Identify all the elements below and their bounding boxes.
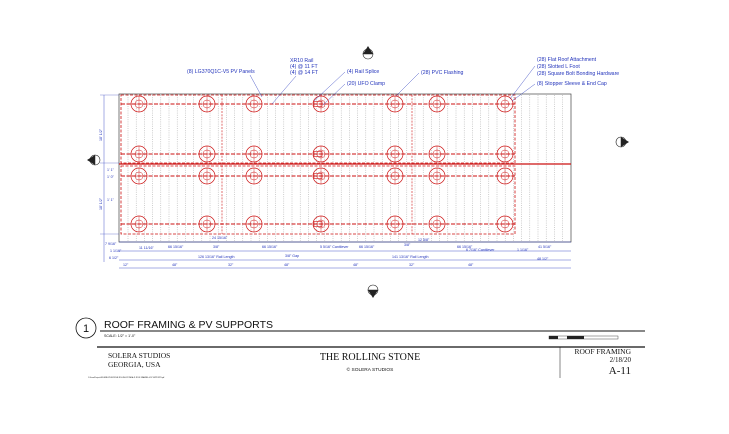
dim-left-lower: 18' 1/2" (99, 197, 103, 210)
sheet-title: ROOF FRAMING (575, 347, 632, 356)
dim-row1-g: 3/8" (404, 243, 411, 247)
callout-stopper: (8) Stopper Sleeve & End Cap (537, 81, 607, 87)
drawing-title-block: 1 ROOF FRAMING & PV SUPPORTS SCALE: 1/2"… (75, 317, 645, 340)
dim-row3-h: 48 1/2" (537, 257, 549, 261)
roof-plan (118, 93, 572, 243)
drawing-title: ROOF FRAMING & PV SUPPORTS (104, 319, 273, 331)
leader-ufo (322, 83, 346, 106)
dim-left-bottom-a: 7 9/16" (105, 242, 117, 246)
file-path: C:\Users\Projects\SOLERA STUDIOS\THE ROL… (88, 376, 165, 379)
section-markers (87, 46, 629, 298)
drawing-scale: SCALE: 1/2" = 1'-0" (104, 334, 136, 338)
callout-pv-panels: (8) LG370Q1C-V5 PV Panels (187, 69, 255, 75)
dim-row1-a: 11 11/16" (139, 246, 154, 250)
callout-xr10-rail: XR10 Rail (290, 58, 313, 64)
callout-xr10-14ft: (4) @ 14 FT (290, 70, 319, 76)
dim-left-mid-c: 1' 1" (107, 198, 115, 202)
dim-rail-a: 24 15/16" (212, 236, 228, 240)
copyright: © SOLERA STUDIOS (347, 366, 394, 373)
leader-pv-panels (249, 74, 263, 98)
dim-row3-f: 32" (409, 263, 415, 267)
dim-row1-f: 66 15/16" (359, 245, 375, 249)
dim-row2-c: 141 13/16" Rail Length (392, 255, 428, 259)
section-marker-right-icon (615, 136, 629, 148)
project-title: THE ROLLING STONE (320, 352, 420, 363)
dim-row3-e: 48" (353, 263, 359, 267)
bottom-dimensions: 24 15/16" 11 11/16" 66 15/16" 3/8" 66 15… (119, 236, 571, 269)
dim-left-bottom-b: 1 1/16" (110, 249, 122, 253)
dim-row2-d: 6 7/16" Cantilever (466, 248, 495, 252)
callout-square-bolt: (28) Square Bolt Bonding Hardware (537, 71, 619, 77)
leader-xr10 (271, 75, 297, 105)
left-dimensions: 18' 1/2" 18' 1/2" 1' 1" 1' 0" 1' 1" 7 9/… (99, 94, 122, 262)
company-name: SOLERA STUDIOS (108, 351, 170, 360)
sheet-date: 2/18/20 (610, 356, 632, 364)
drawing-number: 1 (83, 323, 89, 335)
callout-pvc-flashing: (28) PVC Flashing (421, 70, 463, 76)
dim-row3-g: 48" (468, 263, 474, 267)
dim-row1-b: 66 15/16" (168, 245, 184, 249)
dim-row1-i: 41 5/16" (538, 245, 552, 249)
dim-left-upper: 18' 1/2" (99, 128, 103, 141)
dim-row3-a: 12" (123, 263, 129, 267)
sheet-number: A-11 (609, 365, 631, 377)
section-marker-left-icon (87, 154, 101, 166)
roof-joists (127, 95, 563, 241)
leader-stopper (511, 83, 536, 102)
dim-row1-d: 66 15/16" (262, 245, 278, 249)
sheet-titleblock: SOLERA STUDIOS GEORGIA, USA THE ROLLING … (88, 346, 645, 379)
dim-row2-a: 126 13/16" Rail Length (198, 255, 234, 259)
dim-row3-d: 48" (284, 263, 290, 267)
callout-ufo-clamp: (20) UFO Clamp (347, 81, 385, 87)
pv-array-top (120, 94, 516, 164)
company-location: GEORGIA, USA (108, 360, 161, 369)
leader-splice (313, 71, 346, 102)
xr10-rails (121, 103, 515, 225)
scale-bar-icon (548, 335, 619, 340)
dim-left-bottom-c: 6 1/2" (109, 256, 119, 260)
dim-row1-c: 3/8" (213, 245, 220, 249)
dim-left-mid-a: 1' 1" (107, 168, 115, 172)
dim-row1-j: 12 5/8" (418, 238, 430, 242)
dim-row1-h: 66 15/16" (457, 245, 473, 249)
callout-rail-splice: (4) Rail Splice (347, 69, 379, 75)
dim-row2-b: 3/8" Gap (285, 254, 299, 258)
dim-row1-k: 1 1/16" (517, 248, 529, 252)
leader-flashing (395, 72, 420, 97)
dim-row3-c: 32" (228, 263, 234, 267)
leader-attachment (509, 65, 536, 100)
callout-slotted-foot: (28) Slotted L Foot (537, 64, 580, 70)
dim-row3-b: 48" (172, 263, 178, 267)
callouts: (8) LG370Q1C-V5 PV Panels XR10 Rail (4) … (187, 57, 619, 106)
detail-number-bubble (75, 317, 97, 339)
flat-roof-attachments (130, 95, 514, 233)
pv-array-bottom (120, 165, 516, 235)
callout-xr10-11ft: (4) @ 11 FT (290, 64, 318, 70)
dim-row1-e: 5 5/16" Cantilever (320, 245, 349, 249)
section-marker-bottom-icon (367, 284, 379, 298)
section-marker-top-icon (362, 46, 374, 60)
dim-left-mid-b: 1' 0" (107, 175, 115, 179)
callout-flat-roof: (28) Flat Roof Attachment (537, 57, 597, 63)
